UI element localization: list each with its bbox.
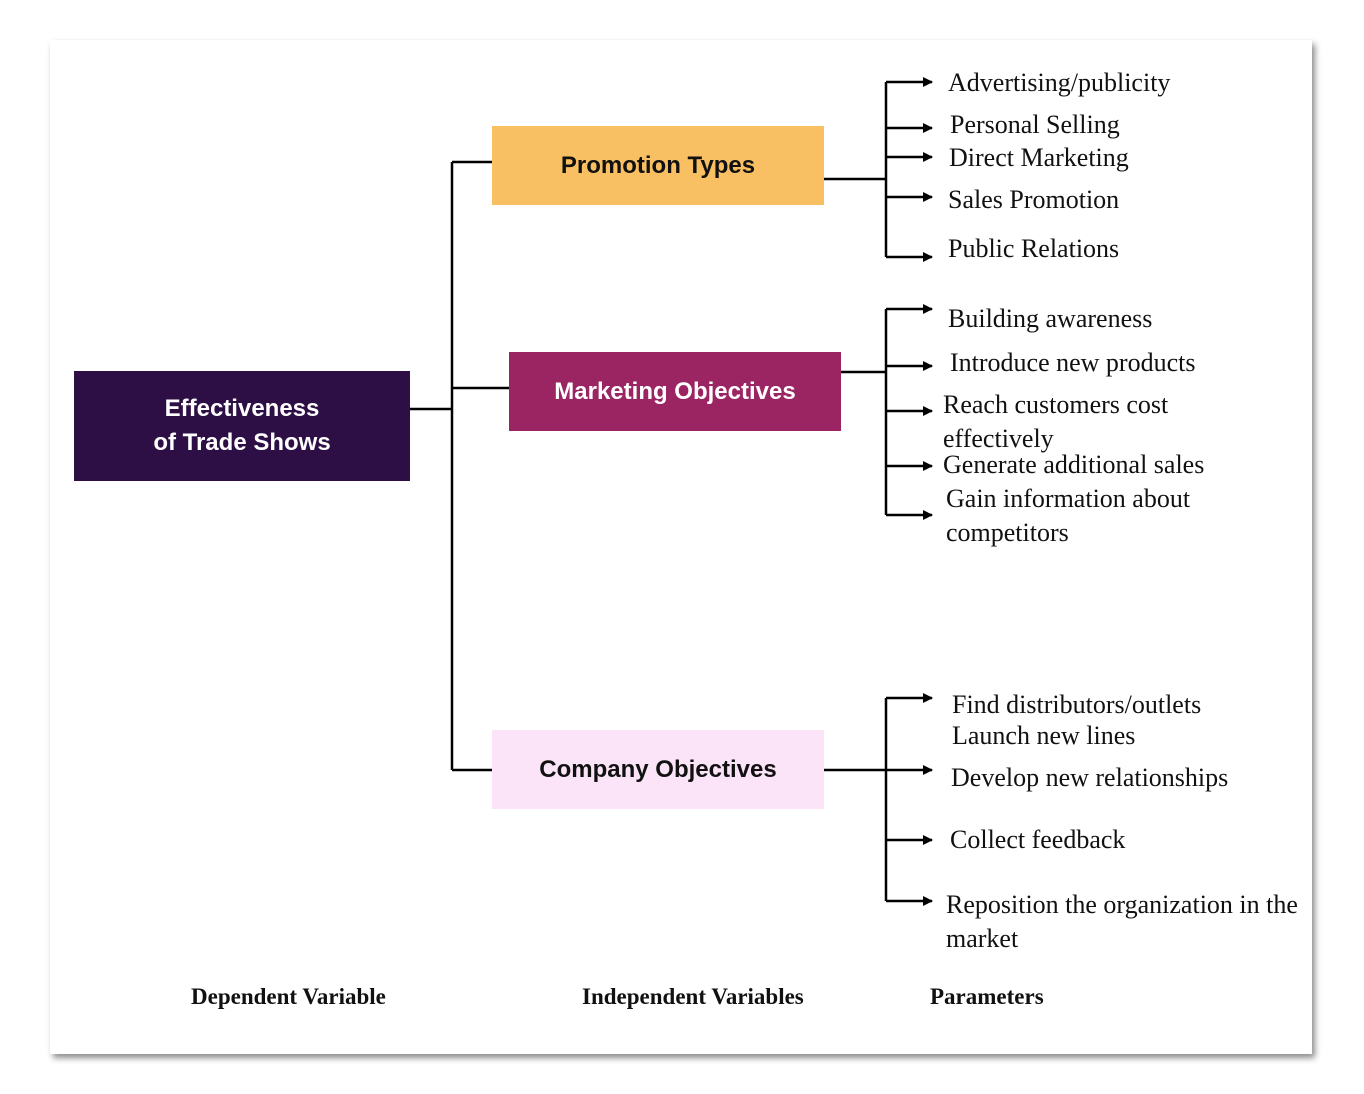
promotion-types-label: Promotion Types bbox=[560, 151, 756, 179]
parameter-building-awareness: Building awareness bbox=[948, 304, 1153, 333]
company-objectives-label: Company Objectives bbox=[539, 755, 777, 783]
marketing-objectives-label: Marketing Objectives bbox=[554, 377, 796, 405]
parameter-develop-relationships: Develop new relationships bbox=[951, 763, 1229, 792]
footer-parameters: Parameters bbox=[930, 984, 1044, 1009]
promotion-types-box: Promotion Types bbox=[492, 126, 824, 205]
parameter-sales-promotion: Sales Promotion bbox=[948, 185, 1120, 214]
parameter-find-distributors: Find distributors/outlets bbox=[952, 690, 1202, 719]
parameter-public-relations: Public Relations bbox=[948, 234, 1120, 263]
parameter-gain-information: Gain information about competitors bbox=[946, 484, 1191, 547]
parameter-reach-customers: Reach customers cost effectively bbox=[943, 390, 1169, 453]
dependent-variable-line1: Effectiveness bbox=[164, 395, 320, 422]
footer-dependent-variable: Dependent Variable bbox=[191, 984, 386, 1009]
footer-independent-variables: Independent Variables bbox=[582, 984, 804, 1009]
dependent-variable-box: Effectiveness of Trade Shows bbox=[74, 371, 410, 481]
dependent-variable-line2: of Trade Shows bbox=[153, 429, 331, 456]
parameter-collect-feedback: Collect feedback bbox=[950, 825, 1126, 854]
company-objectives-box: Company Objectives bbox=[492, 730, 824, 809]
parameter-direct-marketing: Direct Marketing bbox=[949, 143, 1129, 172]
parameter-advertising: Advertising/publicity bbox=[948, 68, 1171, 97]
parameter-introduce-new-products: Introduce new products bbox=[950, 348, 1196, 377]
parameter-generate-sales: Generate additional sales bbox=[943, 450, 1205, 479]
parameter-reposition: Reposition the organization in the marke… bbox=[946, 890, 1298, 953]
parameter-personal-selling: Personal Selling bbox=[950, 110, 1120, 139]
parameter-launch-new-lines: Launch new lines bbox=[952, 721, 1136, 750]
marketing-objectives-box: Marketing Objectives bbox=[509, 352, 841, 431]
diagram-card bbox=[50, 40, 1312, 1054]
